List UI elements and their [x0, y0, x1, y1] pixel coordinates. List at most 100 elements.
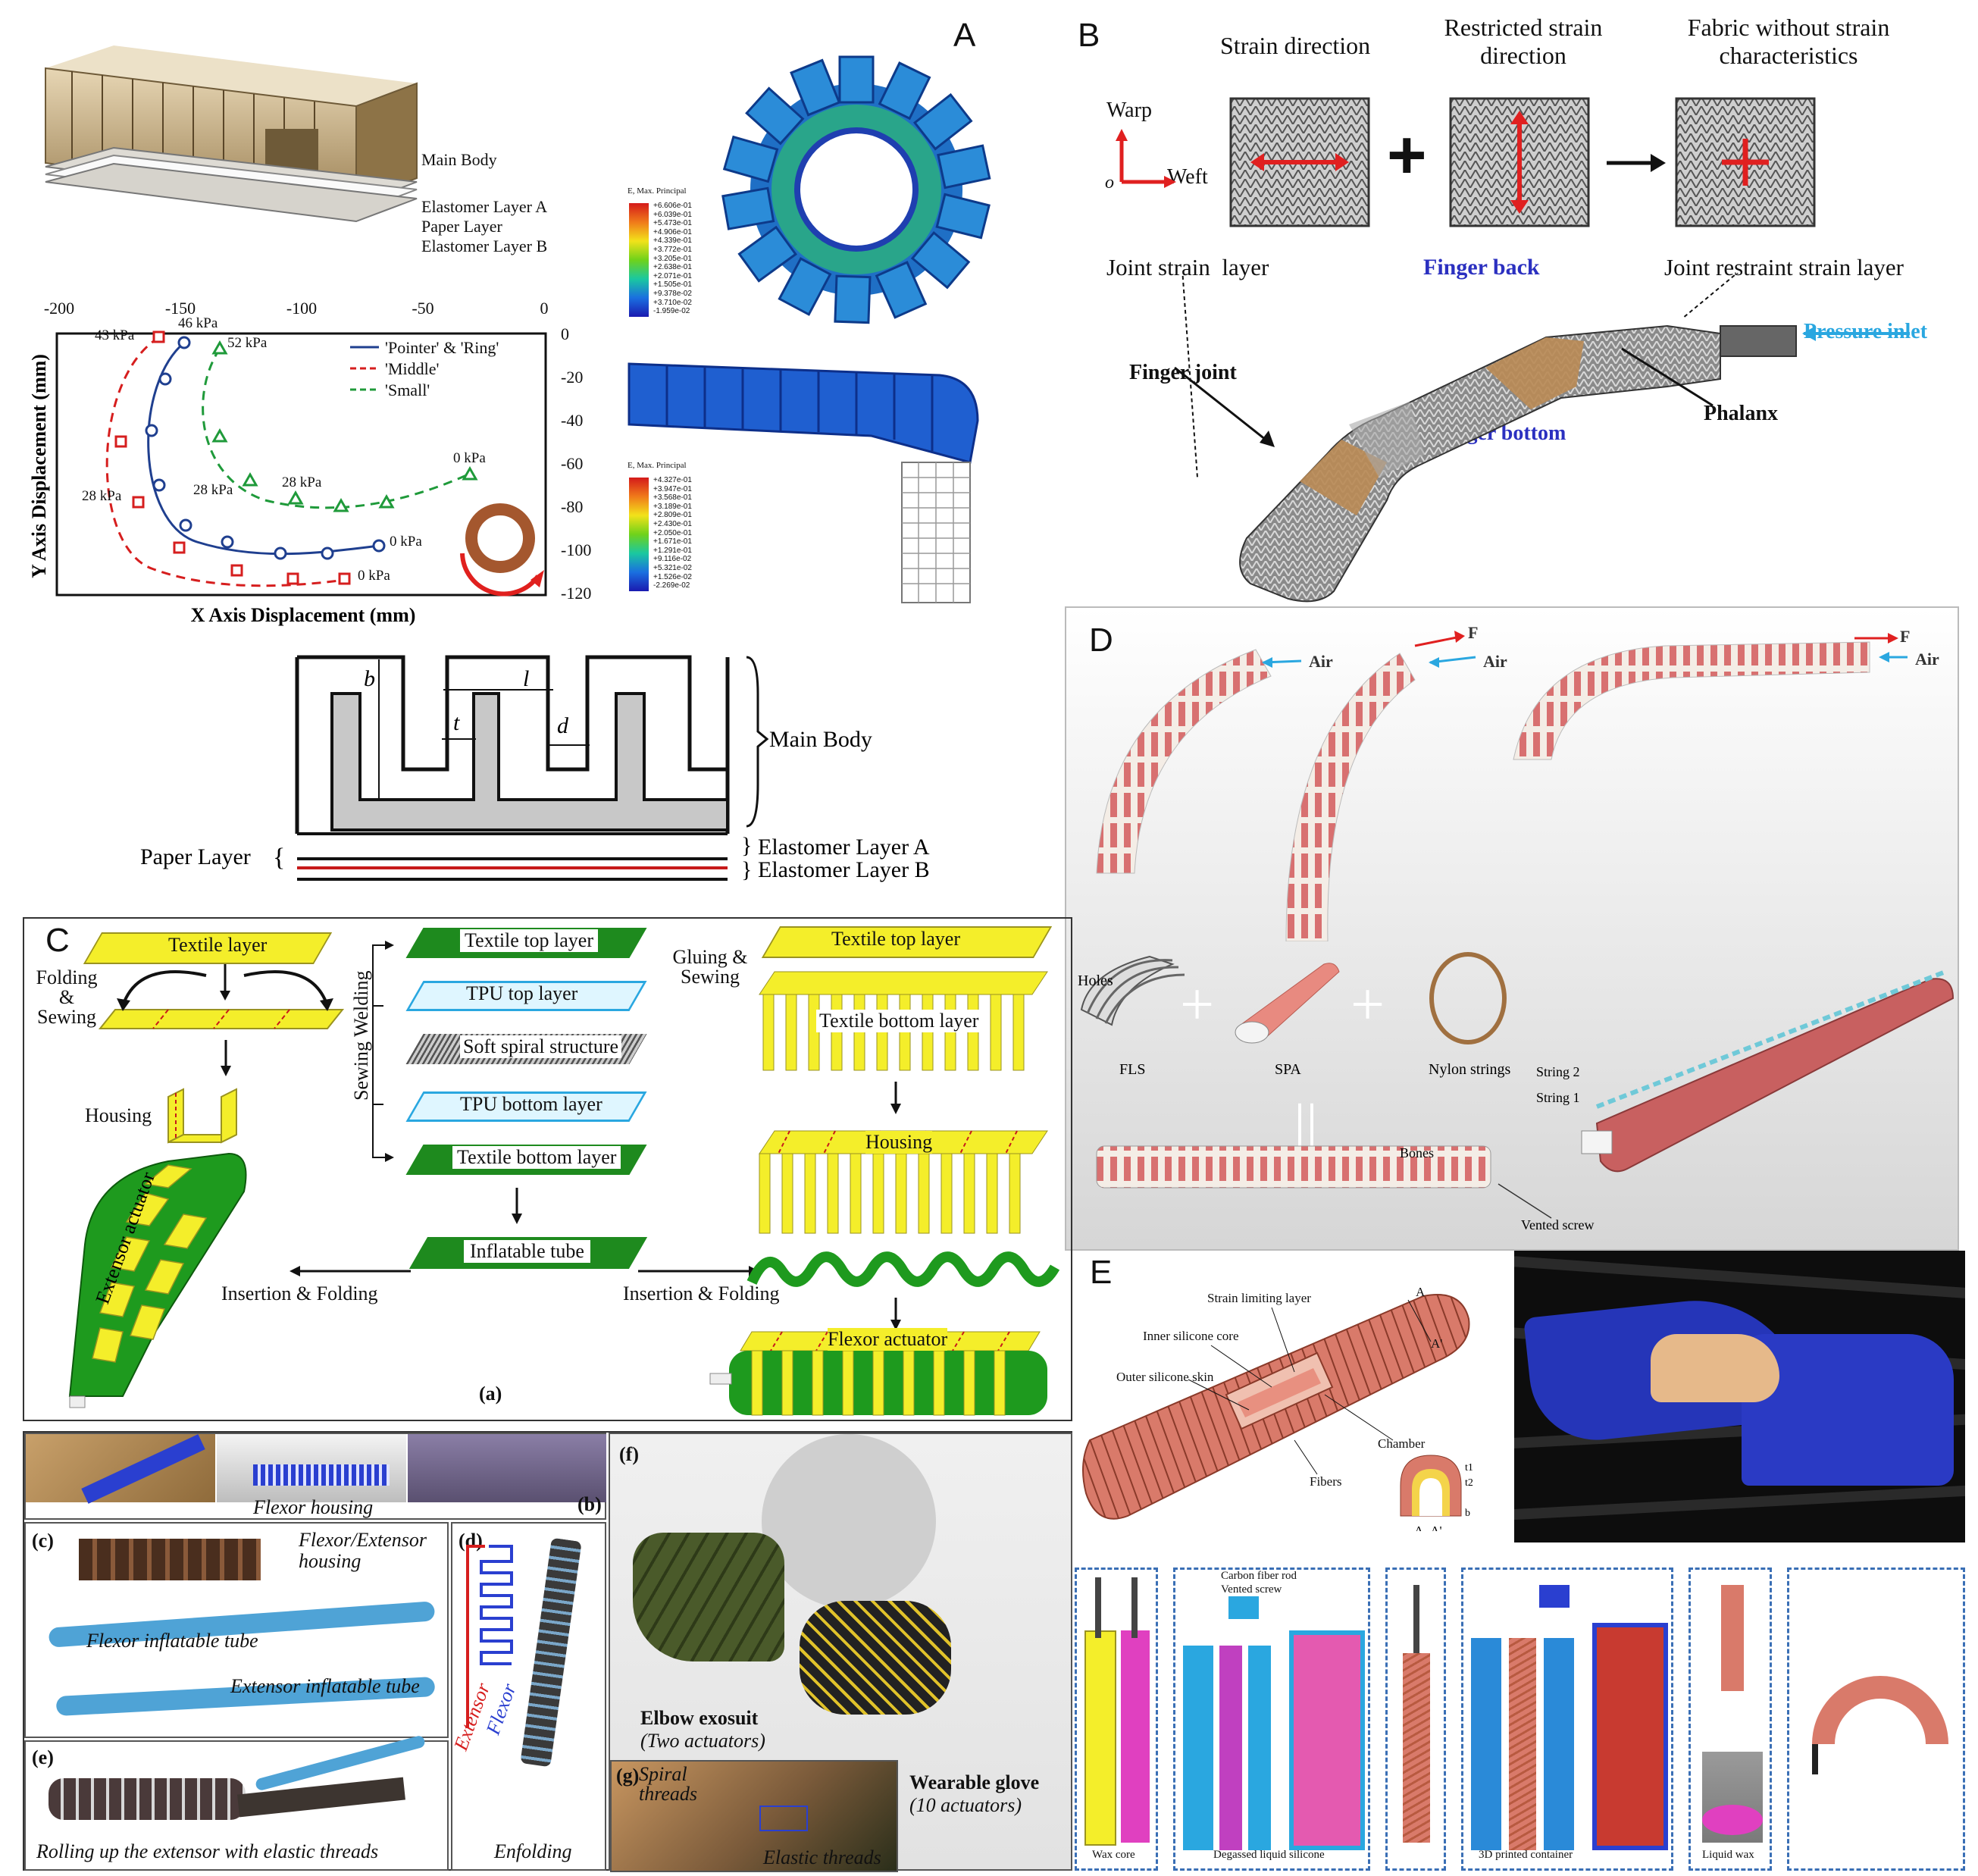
fiber-core: [1509, 1638, 1536, 1850]
subpanel-g: (g) Spiral threads Elastic threads: [610, 1760, 898, 1872]
annotation: 0 kPa: [453, 450, 486, 466]
y-tick: -80: [561, 497, 583, 516]
cross-section-schematic: b l t d Main Body Elastomer Layer A Elas…: [140, 655, 930, 882]
label-fibers: Fibers: [1310, 1474, 1342, 1489]
header-no-strain: Fabric without strain characteristics: [1687, 14, 1890, 69]
caption-spiral-threads: Spiral threads: [639, 1763, 698, 1805]
subpanel-f: (f) Elbow exosuit (Two actuators) Wearab…: [609, 1433, 1072, 1872]
dim-l: l: [523, 666, 529, 691]
label-joint-restraint: Joint restraint strain layer: [1664, 254, 1904, 280]
arrow-left: [290, 1266, 411, 1276]
label-tpu-bottom: TPU bottom layer: [460, 1093, 602, 1115]
dim-t: t: [453, 710, 460, 735]
annotation: 28 kPa: [193, 482, 233, 498]
section-a-prime: A': [1431, 1336, 1442, 1351]
fea-scale-1: +6.606e-01+6.039e-01+5.473e-01+4.906e-01…: [653, 202, 692, 316]
layer-label-elastomer-a: Elastomer Layer A: [421, 197, 548, 216]
panel-letter-b: B: [1078, 17, 1100, 54]
label-finger-back: Finger back: [1423, 255, 1540, 280]
label-string2: String 2: [1536, 1064, 1580, 1079]
panel-e: E Strain limiting layer Inner silicone c…: [1075, 1251, 1969, 1876]
sub-label-f: (f): [619, 1443, 639, 1465]
label-b: b: [1465, 1508, 1470, 1519]
subpanel-e: (e) Rolling up the extensor with elastic…: [24, 1734, 449, 1871]
label-string1: String 1: [1536, 1090, 1580, 1105]
mold-container: [1592, 1623, 1668, 1850]
step-3: [1385, 1568, 1446, 1871]
label-spa: SPA: [1275, 1061, 1301, 1078]
legend-pointer-ring: 'Pointer' & 'Ring': [385, 338, 499, 357]
fea-colorbar-1: [629, 203, 649, 317]
arrow-down: [890, 1298, 901, 1330]
subpanel-b: Flexor housing (b): [24, 1433, 606, 1520]
step-5: Liquid wax: [1688, 1568, 1772, 1871]
panel-c: C Textile layer Folding & Sewing Housing…: [23, 917, 1072, 1421]
glove-photo: [800, 1601, 951, 1715]
label-liquid-wax: Liquid wax: [1702, 1849, 1754, 1861]
panel-c-photos: Flexor housing (b) (c) Flexor/Extensor h…: [23, 1431, 1072, 1872]
bracket: }: [741, 857, 752, 882]
caption-rolling: Rolling up the extensor with elastic thr…: [36, 1840, 379, 1862]
y-tick: -40: [561, 411, 583, 430]
caption-wearable-glove: Wearable glove: [909, 1771, 1040, 1793]
bracket: {: [273, 844, 285, 872]
plus: +: [1350, 972, 1385, 1038]
label-force: F: [1900, 627, 1910, 646]
fea-legend-title-1: E, Max. Principal: [628, 186, 687, 196]
label-vented-screw: Vented screw: [1521, 1217, 1594, 1232]
plus-sign: +: [1387, 117, 1427, 193]
label-spiral: Soft spiral structure: [460, 1035, 622, 1058]
label-textile-top: Textile top layer: [460, 929, 599, 952]
label-force: F: [1468, 623, 1478, 642]
subpanel-d: (d) Extensor Flexor Enfolding: [449, 1522, 606, 1871]
step-4: 3D printed container: [1461, 1568, 1673, 1871]
layer-label-elastomer-b: Elastomer Layer B: [421, 236, 548, 255]
panel-letter-d: D: [1089, 622, 1113, 659]
caption-flexor-housing: Flexor housing: [253, 1496, 374, 1518]
arrow-down: [890, 1082, 901, 1114]
mold-yellow: [1084, 1630, 1116, 1846]
label-air: Air: [1915, 650, 1939, 669]
label-t2: t2: [1465, 1477, 1473, 1489]
panel-d: D Air Air Air F F Holes FLS + SPA + Nyl: [1065, 606, 1959, 1251]
label-housing-right: Housing: [865, 1131, 933, 1154]
schematic-elastomer-b: Elastomer Layer B: [758, 857, 930, 882]
label-3d-container: 3D printed container: [1479, 1849, 1573, 1861]
x-tick: -200: [44, 299, 74, 318]
flexor-actuator-illustration: [709, 1331, 1047, 1416]
label-textile-top-right: Textile top layer: [831, 928, 961, 950]
step-1: Wax core: [1075, 1568, 1158, 1871]
layer-label-paper: Paper Layer: [421, 217, 502, 236]
weft-label: Weft: [1167, 165, 1208, 189]
panel-letter-c: C: [45, 922, 70, 959]
mold-magenta: [1219, 1646, 1242, 1850]
section-a: A: [1416, 1285, 1426, 1299]
label-insertion-left: Insertion & Folding: [221, 1283, 378, 1304]
mold-container: [1289, 1630, 1365, 1850]
annotation: 46 kPa: [178, 315, 218, 331]
caption-enfolding: Enfolding: [494, 1840, 572, 1862]
sub-label-a: (a): [479, 1383, 502, 1405]
mold-pink: [1121, 1630, 1150, 1843]
arrow-right: [638, 1266, 759, 1276]
serpentine-tube: [746, 1251, 1060, 1287]
sub-label-d: (d): [459, 1530, 483, 1552]
screw-cap: [1539, 1585, 1570, 1608]
annotation: 0 kPa: [390, 534, 422, 550]
fea-legend-title-2: E, Max. Principal: [628, 461, 687, 470]
step-2: Carbon fiber rod Vented screw Degassed l…: [1173, 1568, 1370, 1871]
fabric-swatch-none: [1675, 97, 1816, 227]
layer-bracket: [372, 941, 394, 1162]
fabric-swatch-strain: [1229, 97, 1370, 227]
label-tpu-top: TPU top layer: [466, 982, 578, 1004]
label-t1: t1: [1465, 1462, 1473, 1474]
caption-two-actuators: (Two actuators): [640, 1730, 765, 1752]
label-wax-core: Wax core: [1092, 1849, 1135, 1861]
mold-cyan: [1248, 1646, 1271, 1850]
subpanel-c: (c) Flexor/Extensor housing Flexor infla…: [24, 1522, 449, 1738]
label-strain-limiting: Strain limiting layer: [1207, 1291, 1311, 1305]
warp-label: Warp: [1106, 99, 1152, 122]
annotation: 28 kPa: [282, 474, 322, 490]
y-tick: -60: [561, 454, 583, 473]
annotation: 43 kPa: [95, 327, 135, 343]
